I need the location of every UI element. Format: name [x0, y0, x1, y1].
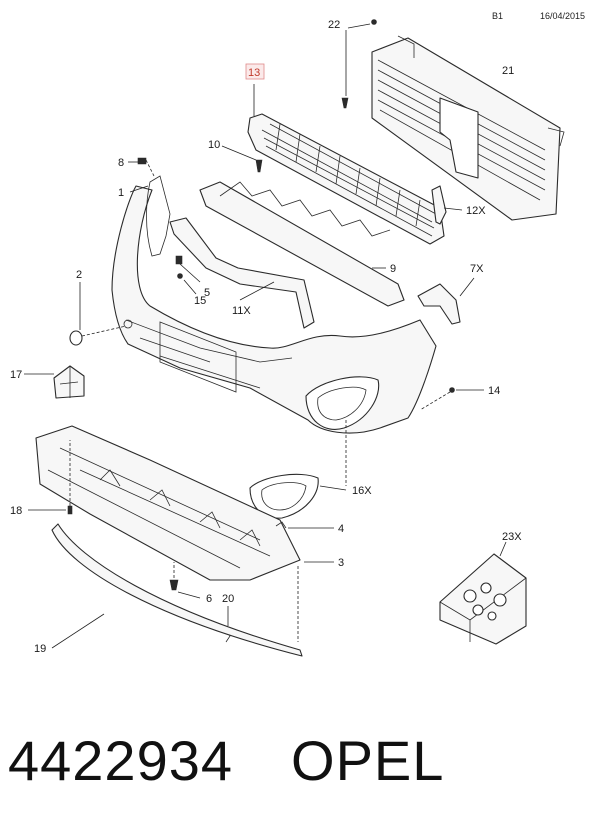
part-5-clip[interactable] — [175, 255, 201, 283]
part-15-screw[interactable] — [177, 273, 197, 295]
part-16x-bezel[interactable] — [249, 420, 347, 519]
callout-20[interactable]: 20 — [222, 593, 234, 605]
part-20-clip[interactable] — [225, 606, 231, 643]
part-17-bracket[interactable] — [24, 365, 85, 399]
part-6-screw[interactable] — [169, 562, 201, 599]
part-number: 4422934 — [8, 729, 234, 792]
callout-3[interactable]: 3 — [338, 557, 344, 569]
callout-9[interactable]: 9 — [390, 263, 396, 275]
part-3-undertray[interactable] — [35, 425, 334, 642]
callout-16x[interactable]: 16X — [352, 485, 372, 497]
callout-1[interactable]: 1 — [118, 187, 124, 199]
part-7x-bracket[interactable] — [417, 277, 475, 325]
callout-23x[interactable]: 23X — [502, 531, 522, 543]
callout-19[interactable]: 19 — [34, 643, 46, 655]
part-1-bumper-cover[interactable] — [111, 175, 437, 434]
part-11x-guide-bracket[interactable] — [169, 217, 315, 329]
callout-11x[interactable]: 11X — [232, 305, 251, 317]
brand-name: OPEL — [291, 729, 445, 792]
callout-22[interactable]: 22 — [328, 19, 340, 31]
callout-18[interactable]: 18 — [10, 505, 22, 517]
callout-2[interactable]: 2 — [76, 269, 82, 281]
part-9-absorber[interactable] — [199, 181, 405, 307]
part-8-screw[interactable] — [128, 157, 155, 177]
part-23x-kit-box[interactable] — [439, 541, 527, 645]
diagram-date: 16/04/2015 — [540, 11, 585, 21]
part-21-shutter[interactable] — [371, 35, 565, 221]
part-13-upper-grille[interactable] — [247, 84, 445, 245]
part-14-screw[interactable] — [419, 387, 484, 411]
footer: 4422934 OPEL — [8, 716, 598, 806]
callout-12x[interactable]: 12X — [466, 205, 486, 217]
callout-5[interactable]: 5 — [204, 287, 210, 299]
callout-7x[interactable]: 7X — [470, 263, 484, 275]
callout-13[interactable]: 13 — [248, 67, 260, 79]
callout-17[interactable]: 17 — [10, 369, 22, 381]
callout-4[interactable]: 4 — [338, 523, 344, 535]
callout-15[interactable]: 15 — [194, 295, 206, 307]
part-18-clip[interactable] — [28, 440, 73, 515]
callout-21[interactable]: 21 — [502, 65, 514, 77]
callout-8[interactable]: 8 — [118, 157, 124, 169]
part-2-tow-cover[interactable] — [69, 282, 127, 346]
callout-14[interactable]: 14 — [488, 385, 500, 397]
callout-6[interactable]: 6 — [206, 593, 212, 605]
part-12x-bracket[interactable] — [431, 185, 463, 225]
part-16x-bezel-mounted[interactable] — [305, 376, 380, 430]
callout-13-highlight — [245, 63, 265, 80]
sheet-id: B1 — [492, 11, 503, 21]
part-22-screw[interactable] — [341, 19, 377, 109]
part-4-clip[interactable] — [275, 521, 334, 529]
part-19-spoiler[interactable] — [51, 523, 303, 657]
part-10-clip[interactable] — [221, 145, 263, 173]
callout-10[interactable]: 10 — [208, 139, 220, 151]
